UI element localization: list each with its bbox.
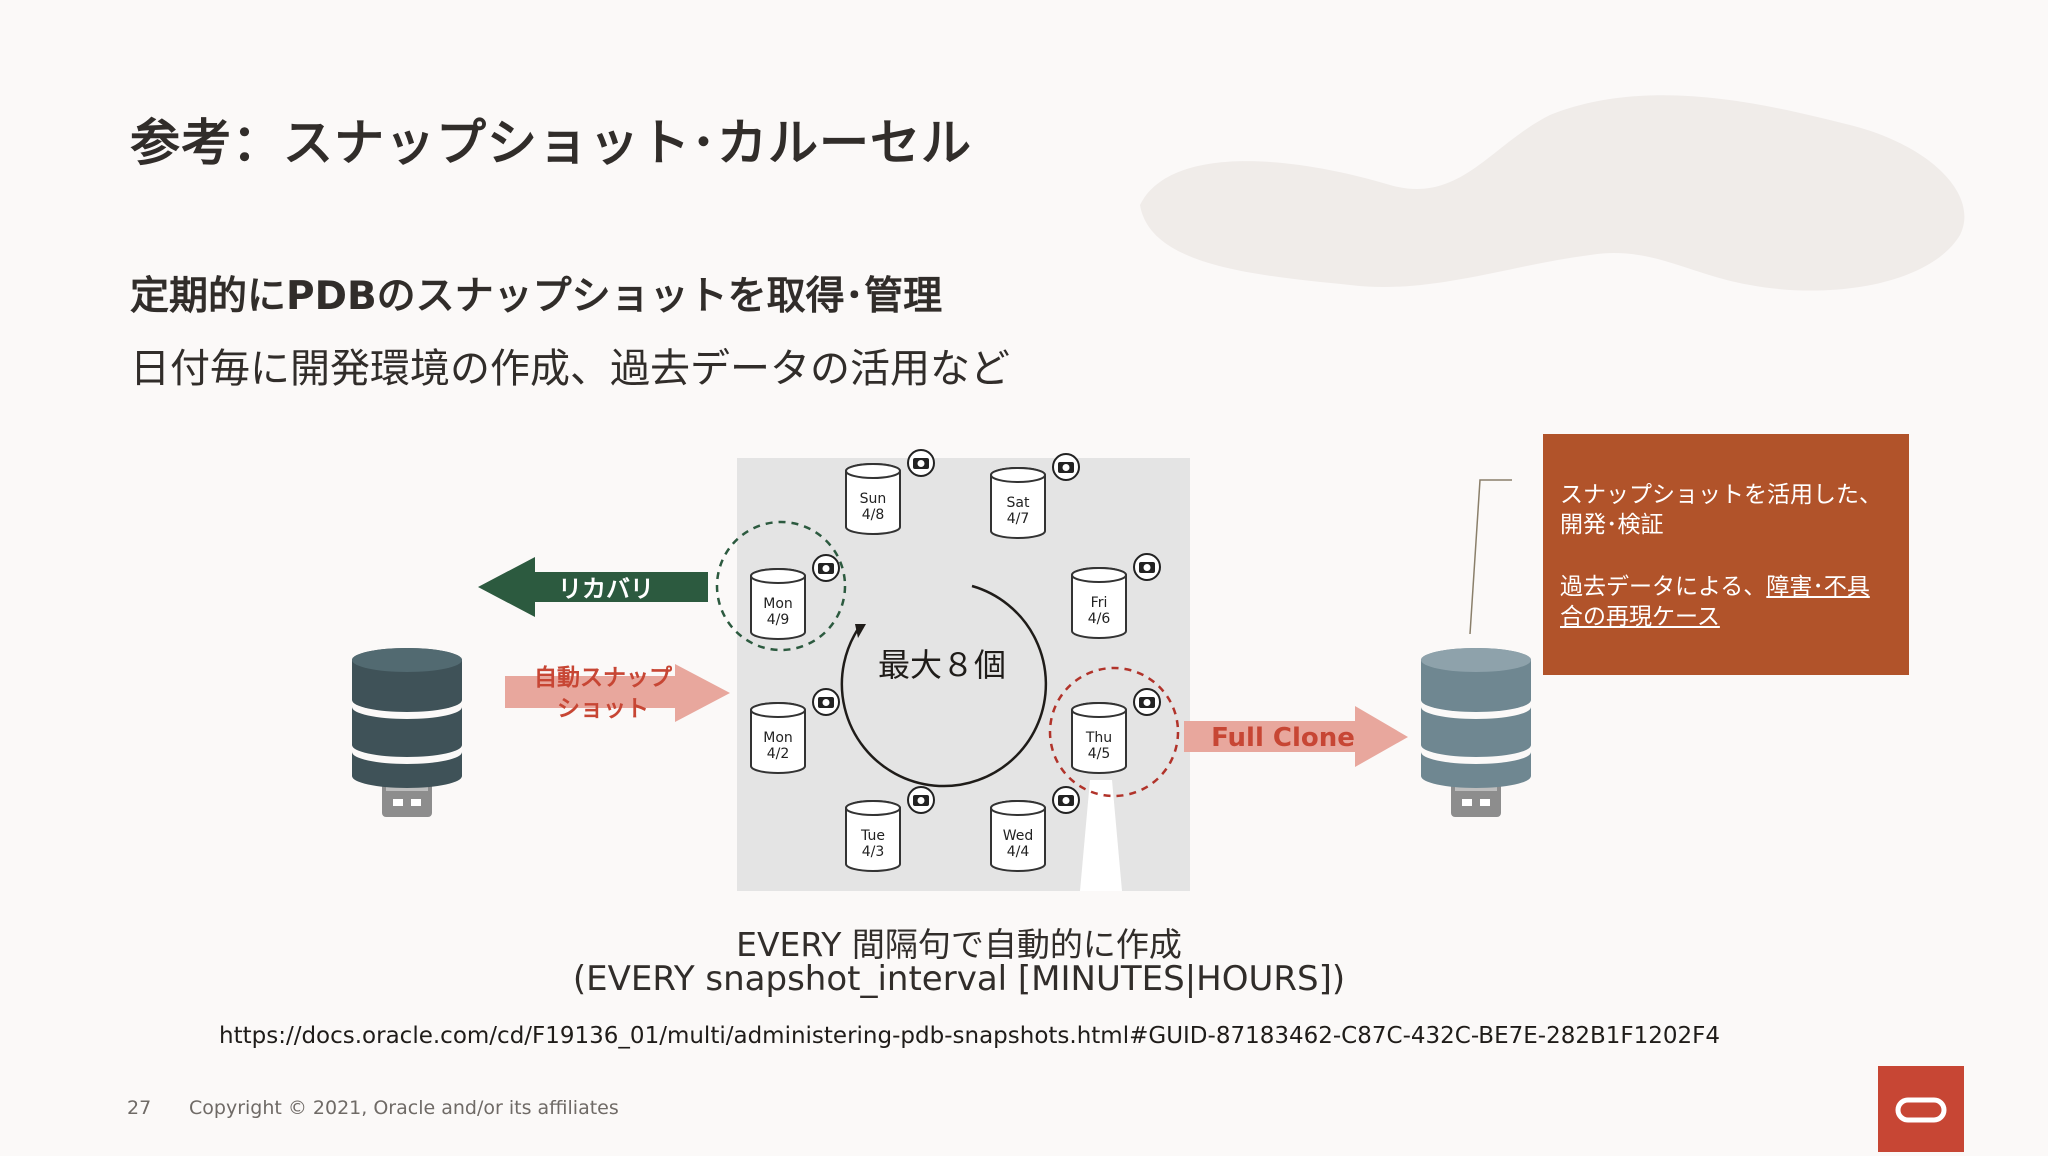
oracle-ring-icon [1895,1097,1947,1123]
auto-snapshot-label-line1: 自動スナップ [534,664,673,691]
slide-title: 参考：スナップショット･カルーセル [130,114,972,172]
note-line-2: 過去データによる、障害･不具合の再現ケース [1560,572,1891,632]
documentation-url[interactable]: https://docs.oracle.com/cd/F19136_01/mul… [219,1023,1721,1049]
carousel-panel [737,458,1190,891]
note-line-2-prefix: 過去データによる、 [1560,574,1767,600]
note-line-1: スナップショットを活用した、開発･検証 [1560,482,1882,538]
auto-snapshot-label-line2: ショット [557,696,649,722]
full-clone-label: Full Clone [1211,723,1355,753]
recovery-label: リカバリ [558,575,654,603]
oracle-logo-icon [1878,1066,1964,1152]
slide-lead-text: 日付毎に開発環境の作成、過去データの活用など [130,346,1010,392]
clone-database-icon [1421,648,1531,817]
source-database-icon [352,648,462,817]
copyright-text: Copyright © 2021, Oracle and/or its affi… [189,1097,619,1119]
caption-line-2: (EVERY snapshot_interval [MINUTES|HOURS]… [572,959,1346,999]
note-connector-line [1469,479,1512,635]
slide-subtitle: 定期的にPDBのスナップショットを取得･管理 [130,274,943,319]
decorative-texture [1140,95,1965,291]
caption-line-1: EVERY 間隔句で自動的に作成 [736,925,1182,964]
page-number: 27 [127,1097,152,1119]
auto-snapshot-arrow: 自動スナップ ショット [505,664,730,722]
full-clone-arrow: Full Clone [1184,706,1408,767]
note-link[interactable]: 障害･不具合の再現ケース [1560,574,1870,630]
recovery-arrow: リカバリ [478,557,708,617]
note-callout: スナップショットを活用した、開発･検証 過去データによる、障害･不具合の再現ケー… [1543,434,1909,675]
